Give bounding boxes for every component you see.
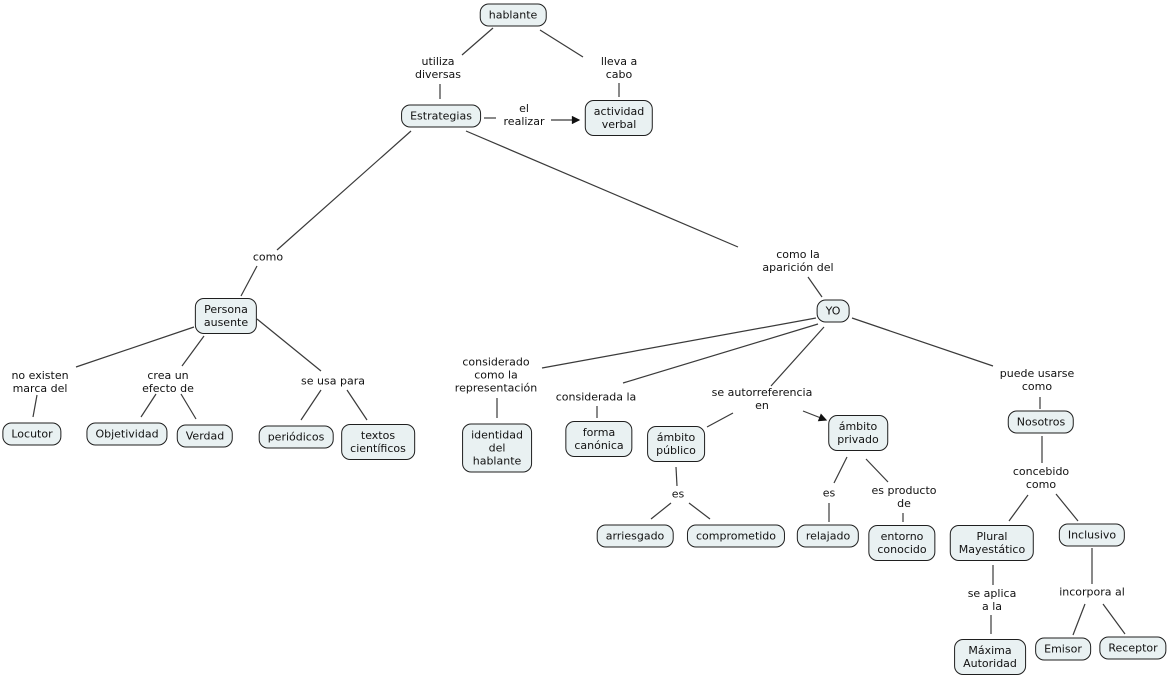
edge-persona-se-usa-para (256, 318, 322, 372)
link-label-como[interactable]: como (252, 250, 284, 264)
concept-node-identidad-del-hablante[interactable]: identidad del hablante (462, 423, 532, 473)
edge-es-comprometido (688, 502, 711, 520)
link-label-puede-usarse-como[interactable]: puede usarse como (999, 367, 1075, 393)
edge-crea-verdad (180, 393, 197, 420)
edge-yo-considerada (622, 323, 819, 384)
concept-node-entorno-conocido[interactable]: entorno conocido (868, 525, 936, 561)
edge-ambito-publico-es (675, 466, 678, 487)
concept-node-verdad[interactable]: Verdad (176, 424, 234, 448)
concept-node-hablante[interactable]: hablante (479, 3, 547, 27)
concept-node-persona-ausente[interactable]: Persona ausente (194, 298, 258, 334)
link-label-utiliza-diversas[interactable]: utiliza diversas (414, 55, 462, 81)
concept-node-yo[interactable]: YO (816, 299, 850, 323)
link-label-considerada-la[interactable]: considerada la (555, 390, 637, 404)
edge-concebido-plural-mayestatico (1008, 494, 1029, 522)
link-label-es-producto-de[interactable]: es producto de (871, 484, 937, 510)
concept-node-inclusivo[interactable]: Inclusivo (1058, 523, 1126, 547)
concept-node-relajado[interactable]: relajado (796, 524, 860, 548)
edge-se-autorreferencia-ambito-publico (706, 412, 734, 428)
edge-hablante-lleva (539, 29, 584, 58)
link-label-se-autorreferencia-en[interactable]: se autorreferencia en (711, 386, 813, 412)
edge-ambito-privado-es-producto (865, 458, 889, 483)
edge-ambito-privado-es (833, 456, 848, 484)
concept-node-maxima-autoridad[interactable]: Máxima Autoridad (954, 639, 1026, 675)
concept-node-comprometido[interactable]: comprometido (686, 524, 786, 548)
concept-node-objetividad[interactable]: Objetividad (86, 422, 168, 446)
edge-se-usa-textos-cientificos (346, 389, 368, 421)
concept-node-forma-canonica[interactable]: forma canónica (565, 421, 633, 457)
link-label-el-realizar[interactable]: el realizar (503, 102, 545, 128)
concept-node-arriesgado[interactable]: arriesgado (596, 524, 674, 548)
edge-como-la-aparicion-yo (807, 276, 823, 298)
edge-estrategias-como-la-aparicion (465, 130, 739, 248)
link-label-considerado-como-la-representacion[interactable]: considerado como la representación (454, 355, 538, 395)
link-label-como-la-aparicion-del[interactable]: como la aparición del (762, 248, 834, 274)
edge-concebido-inclusivo (1055, 493, 1079, 522)
concept-node-plural-mayestatico[interactable]: Plural Mayestático (949, 525, 1035, 561)
concept-node-actividad-verbal[interactable]: actividad verbal (584, 100, 654, 136)
concept-node-ambito-publico[interactable]: ámbito público (647, 426, 705, 462)
edge-incorpora-emisor (1072, 603, 1086, 636)
edge-persona-no-existen (75, 326, 195, 368)
edge-como-persona-ausente (240, 265, 258, 297)
concept-node-textos-cientificos[interactable]: textos científicos (341, 424, 415, 460)
edge-es-arriesgado (650, 502, 672, 520)
edge-crea-objetividad (140, 393, 157, 418)
concept-node-emisor[interactable]: Emisor (1035, 637, 1091, 661)
edge-incorpora-receptor (1102, 603, 1126, 635)
edge-yo-se-autorreferencia (770, 326, 825, 387)
edge-se-usa-periodicos (300, 389, 322, 421)
concept-node-receptor[interactable]: Receptor (1099, 636, 1167, 660)
concept-node-estrategias[interactable]: Estrategias (401, 104, 481, 128)
concept-node-nosotros[interactable]: Nosotros (1007, 410, 1075, 434)
link-label-lleva-a-cabo[interactable]: lleva a cabo (600, 55, 638, 81)
concept-node-ambito-privado[interactable]: ámbito privado (828, 415, 888, 451)
edge-no-existen-locutor (32, 394, 38, 418)
link-label-no-existen-marca-del[interactable]: no existen marca del (11, 369, 69, 395)
edge-estrategias-como (276, 130, 412, 251)
edge-persona-crea-un (181, 335, 205, 367)
link-label-se-usa-para[interactable]: se usa para (301, 374, 365, 388)
link-label-es-publico[interactable]: es (671, 487, 685, 501)
concept-node-locutor[interactable]: Locutor (2, 422, 62, 446)
edge-yo-considerado (541, 317, 817, 369)
link-label-incorpora-al[interactable]: incorpora al (1059, 585, 1125, 599)
concept-node-periodicos[interactable]: periódicos (258, 425, 334, 449)
edge-se-autorreferencia-ambito-privado (802, 410, 828, 422)
edge-yo-puede-usarse (851, 317, 994, 367)
link-label-crea-un-efecto-de[interactable]: crea un efecto de (142, 369, 194, 395)
link-label-se-aplica-a-la[interactable]: se aplica a la (967, 587, 1017, 613)
link-label-es-privado[interactable]: es (822, 486, 836, 500)
link-label-concebido-como[interactable]: concebido como (1012, 465, 1070, 491)
edge-hablante-utiliza (461, 27, 494, 56)
